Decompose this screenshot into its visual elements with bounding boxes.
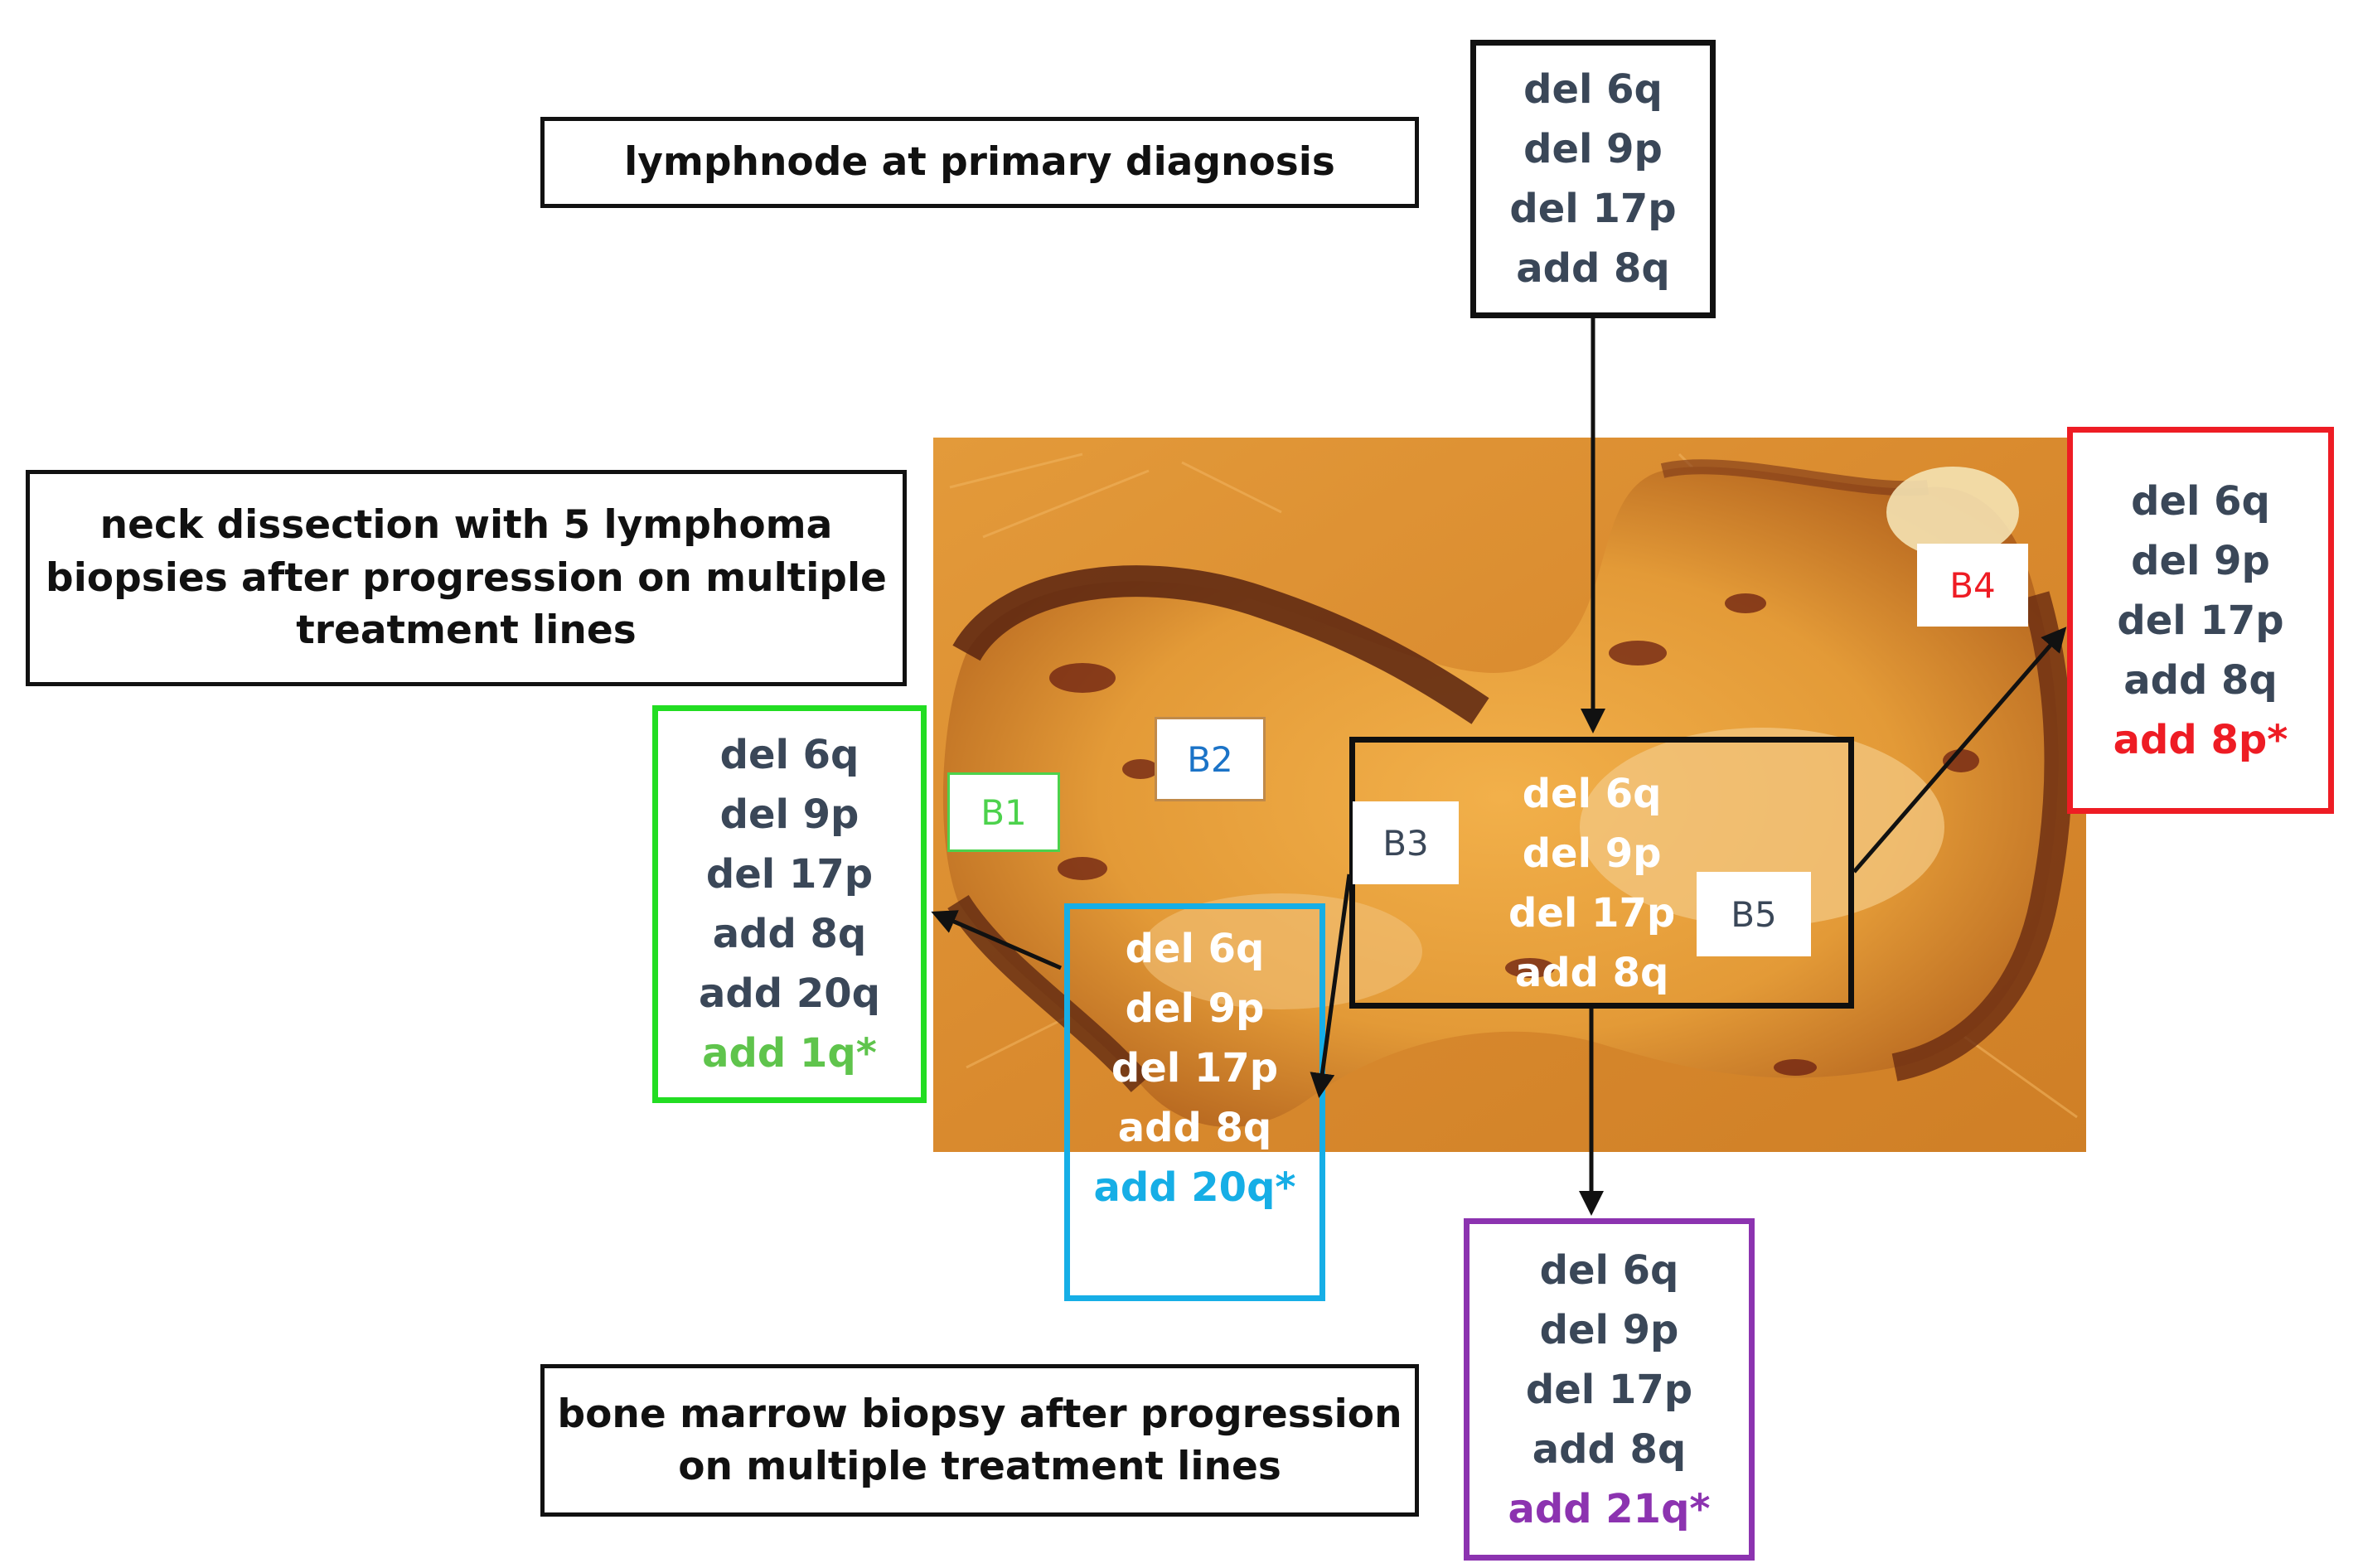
karyotype-box-b4: del 6q del 9p del 17p add 8q add 8p* xyxy=(2067,427,2334,814)
karyotype-new-aberration: add 1q* xyxy=(702,1030,877,1077)
karyotype-new-aberration: add 20q* xyxy=(1093,1164,1296,1211)
caption-lymphnode-primary-diagnosis: lymphnode at primary diagnosis xyxy=(540,117,1419,208)
karyotype-box-bone-marrow: del 6q del 9p del 17p add 8q add 21q* xyxy=(1464,1218,1755,1561)
karyotype-line: del 9p xyxy=(1125,985,1265,1032)
karyotype-new-aberration: add 21q* xyxy=(1508,1485,1711,1532)
karyotype-line: del 17p xyxy=(1509,186,1677,232)
karyotype-line: del 9p xyxy=(2131,537,2270,584)
karyotype-line: del 9p xyxy=(1539,1306,1679,1353)
biopsy-label-b3: B3 xyxy=(1353,801,1459,884)
karyotype-line: add 8q xyxy=(1516,245,1670,292)
karyotype-line: del 17p xyxy=(705,851,874,898)
karyotype-line: del 6q xyxy=(2131,477,2270,525)
caption-text: bone marrow biopsy after progression on … xyxy=(557,1391,1402,1489)
caption-text: neck dissection with 5 lymphoma biopsies… xyxy=(46,502,887,654)
caption-neck-dissection: neck dissection with 5 lymphoma biopsies… xyxy=(26,470,907,686)
karyotype-box-b1: del 6q del 9p del 17p add 8q add 20q add… xyxy=(652,705,927,1103)
karyotype-line: del 17p xyxy=(1525,1366,1693,1413)
karyotype-line: del 9p xyxy=(719,791,859,838)
karyotype-box-b2: del 6q del 9p del 17p add 8q add 20q* xyxy=(1064,903,1325,1301)
karyotype-line: del 6q xyxy=(1539,1246,1679,1294)
karyotype-box-b5: del 6q del 9p del 17p add 8q xyxy=(1349,737,1854,1009)
karyotype-line: del 17p xyxy=(1111,1045,1279,1091)
karyotype-new-aberration: add 8p* xyxy=(2113,716,2288,763)
karyotype-line: add 8q xyxy=(2123,656,2278,704)
karyotype-line: del 9p xyxy=(1522,830,1662,877)
karyotype-line: add 8q xyxy=(1514,950,1669,996)
biopsy-label-b5: B5 xyxy=(1697,872,1811,956)
biopsy-label-b2: B2 xyxy=(1155,717,1266,801)
karyotype-line: del 17p xyxy=(2117,597,2284,644)
karyotype-line: add 8q xyxy=(712,911,867,957)
caption-text: lymphnode at primary diagnosis xyxy=(624,139,1335,186)
caption-bone-marrow-biopsy: bone marrow biopsy after progression on … xyxy=(540,1364,1419,1517)
karyotype-line: del 6q xyxy=(1522,771,1662,817)
karyotype-line: del 6q xyxy=(1125,926,1265,972)
karyotype-stack: del 6q del 9p del 17p add 8q xyxy=(1508,764,1675,1003)
karyotype-line: add 20q xyxy=(699,970,880,1017)
karyotype-line: del 9p xyxy=(1523,126,1663,172)
biopsy-label-b4: B4 xyxy=(1917,544,2028,627)
karyotype-line: del 6q xyxy=(719,732,859,778)
biopsy-label-b1: B1 xyxy=(947,772,1060,852)
karyotype-line: del 6q xyxy=(1523,66,1663,113)
karyotype-line: add 8q xyxy=(1117,1105,1272,1151)
karyotype-line: add 8q xyxy=(1532,1425,1687,1473)
karyotype-line: del 17p xyxy=(1508,890,1676,936)
karyotype-box-primary: del 6q del 9p del 17p add 8q xyxy=(1470,40,1716,318)
